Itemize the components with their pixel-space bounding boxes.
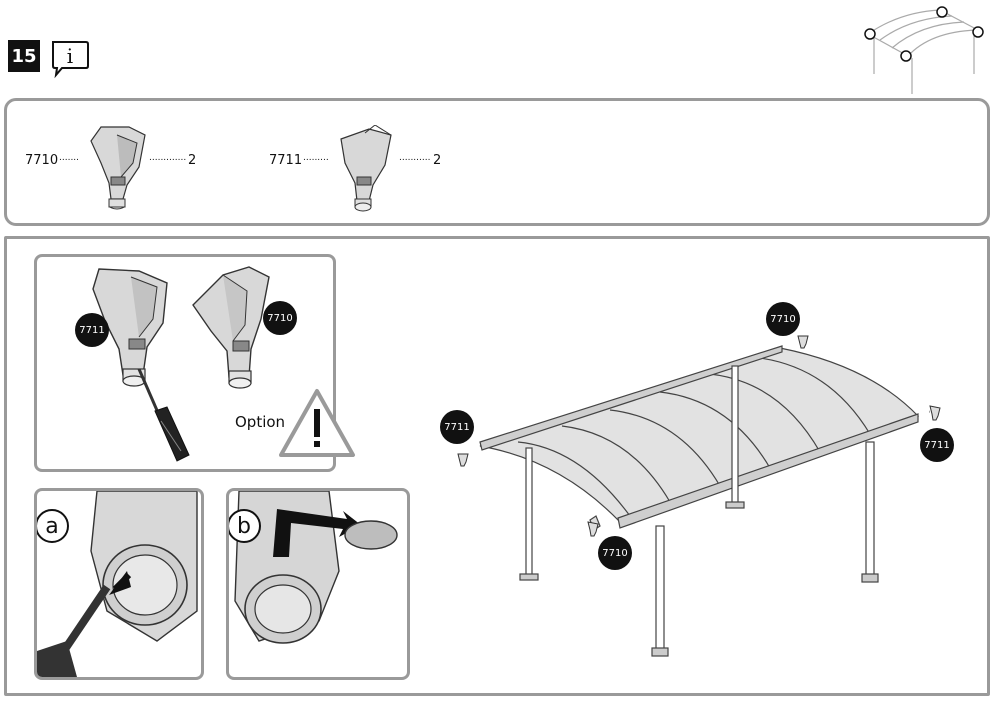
loose-fitting-bottom (587, 521, 599, 537)
callout-7711-left: 7711 (440, 410, 474, 444)
info-bubble-icon: i (52, 41, 89, 79)
option-label: Option (235, 413, 286, 431)
fitting-closeup-b (234, 491, 398, 644)
loose-fitting-left (457, 453, 469, 467)
overview-thumbnail (864, 6, 984, 94)
step-letter-b: b (229, 509, 261, 543)
carport-illustration (479, 345, 930, 657)
callout-7711: 7711 (75, 313, 109, 347)
callout-7710-top: 7710 (766, 302, 800, 336)
part-dots-left: ......... (303, 153, 329, 163)
part-qty-7711: 2 (433, 153, 442, 168)
part-7710-illustration (90, 126, 146, 210)
highlight-markers (864, 6, 984, 62)
part-7711-illustration (340, 125, 392, 212)
step-number-badge: 15 (8, 40, 40, 72)
loose-fitting-top (797, 335, 809, 349)
part-dots-left: ....... (59, 153, 80, 163)
part-dots-right: ........... (399, 153, 431, 163)
part-qty-7710: 2 (188, 153, 197, 168)
callout-7710-bottom: 7710 (598, 536, 632, 570)
callout-7711-right: 7711 (920, 428, 954, 462)
part-code-7711: 7711 (269, 153, 303, 168)
detail-panel-parts: 7711 7710 Option (34, 254, 355, 472)
detail-panel-a: a (34, 488, 204, 680)
part-dots-right: ............. (149, 153, 187, 163)
part-7710-detail (192, 266, 270, 389)
part-code-7710: 7710 (25, 153, 59, 168)
parts-list-panel: 7710 ....... ............. 2 7711 ......… (4, 98, 990, 226)
loose-fitting-right (929, 405, 941, 421)
fitting-closeup-a (37, 491, 198, 677)
screwdriver-icon (137, 368, 190, 462)
callout-7710: 7710 (263, 301, 297, 335)
info-glyph: i (67, 44, 73, 68)
step-letter-a: a (37, 509, 69, 543)
warning-triangle-icon (279, 389, 355, 457)
arrow-icon (273, 509, 361, 557)
detail-panel-b: b (226, 488, 410, 680)
